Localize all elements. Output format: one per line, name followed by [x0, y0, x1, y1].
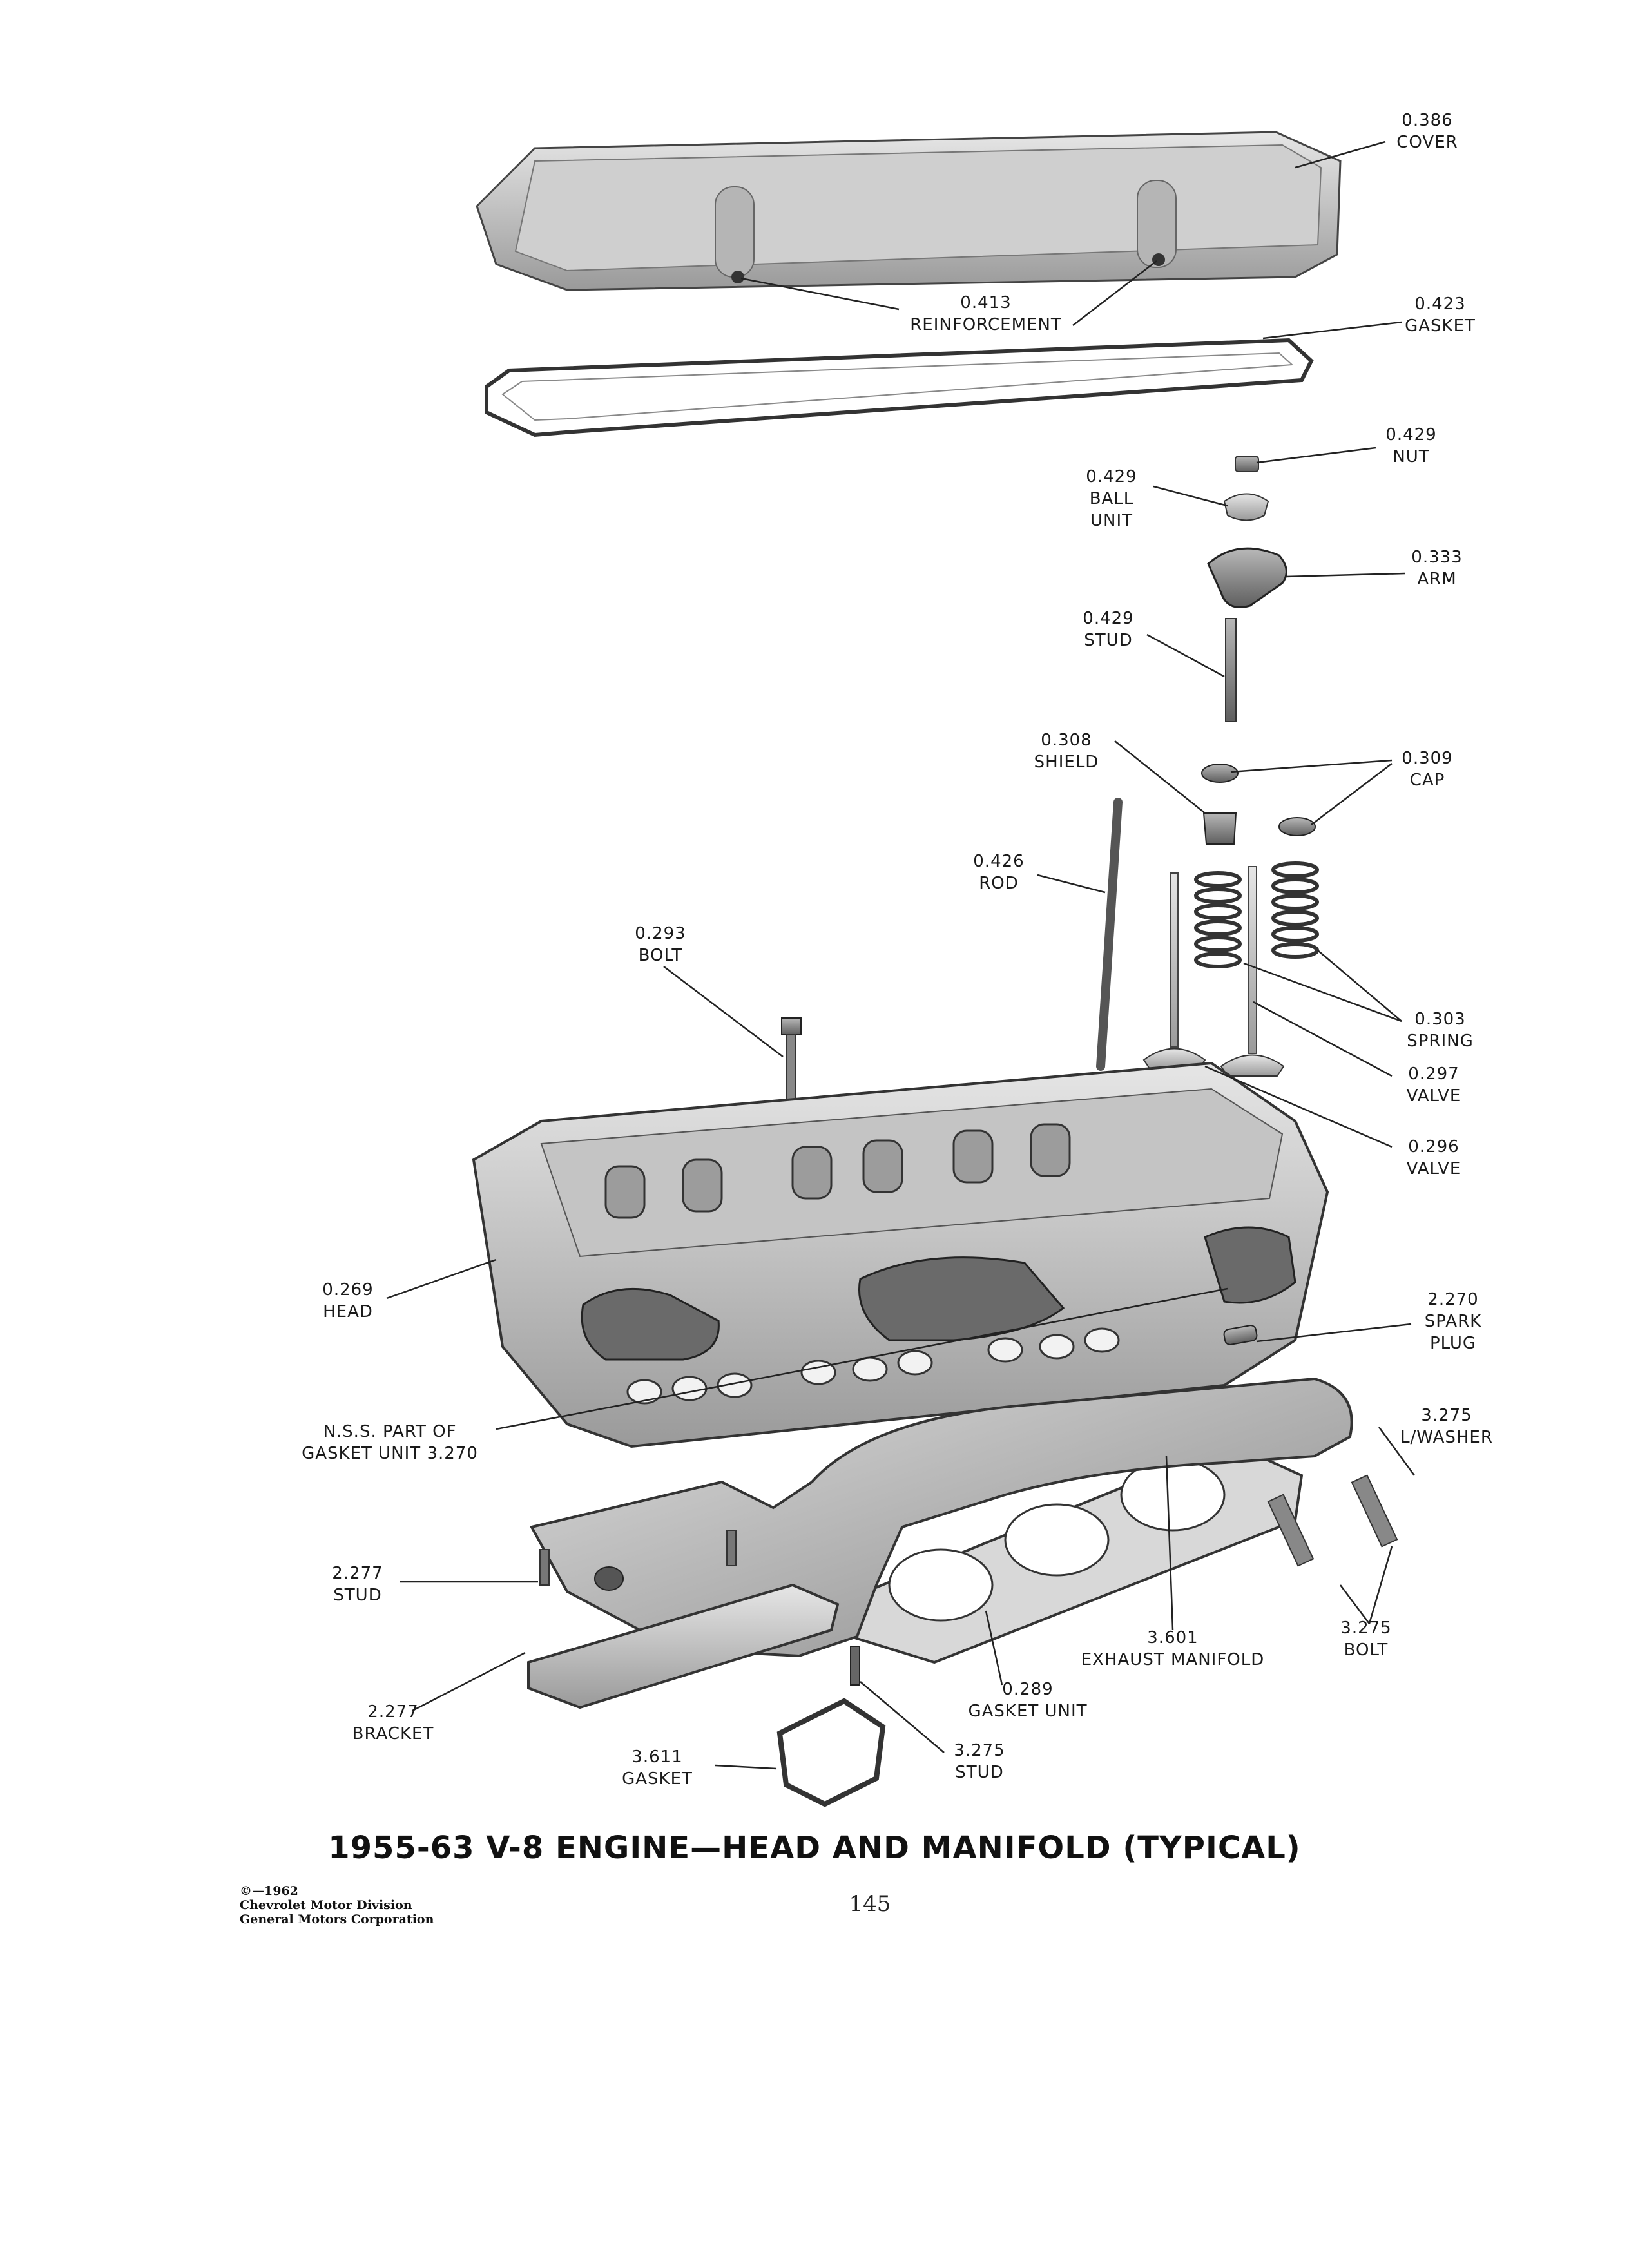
page-number: 145: [849, 1891, 891, 1917]
push-rod: [1096, 798, 1123, 1071]
label-bracket: 2.277 BRACKET: [352, 1702, 434, 1744]
flange-gasket: [776, 1698, 886, 1807]
head-bolt: [781, 1017, 802, 1106]
label-flange-stud: 3.275 STUD: [954, 1741, 1005, 1782]
label-exhaust-manifold: 3.601 EXHAUST MANIFOLD: [1081, 1628, 1265, 1669]
label-manifold-bolt: 3.275 BOLT: [1340, 1619, 1392, 1660]
label-head: 0.269 HEAD: [322, 1280, 374, 1321]
label-ball-unit: 0.429 BALL UNIT: [1086, 467, 1137, 530]
copyright-notice: ©—1962 Chevrolet Motor Division General …: [240, 1884, 434, 1927]
label-shield: 0.308 SHIELD: [1034, 731, 1099, 772]
label-rocker-stud: 0.429 STUD: [1083, 609, 1134, 650]
valve-train-parts: [1142, 764, 1319, 1077]
rocker-cover: [476, 131, 1342, 291]
label-head-bolt: 0.293 BOLT: [635, 924, 686, 965]
cover-gasket: [485, 338, 1314, 437]
label-spring: 0.303 SPRING: [1407, 1010, 1474, 1051]
label-cover-gasket: 0.423 GASKET: [1405, 294, 1476, 336]
cylinder-head: [472, 1061, 1329, 1448]
label-arm: 0.333 ARM: [1411, 548, 1463, 589]
label-spark-plug: 2.270 SPARK PLUG: [1424, 1290, 1482, 1353]
page-title: 1955-63 V-8 ENGINE—HEAD AND MANIFOLD (TY…: [328, 1830, 1301, 1866]
label-flange-gasket: 3.611 GASKET: [622, 1747, 693, 1789]
rocker-parts: [1207, 456, 1287, 722]
manifold-bolts: [1267, 1474, 1398, 1567]
label-valve-296: 0.296 VALVE: [1406, 1137, 1461, 1178]
label-nut: 0.429 NUT: [1385, 425, 1437, 466]
leader-lines: [386, 140, 1416, 1770]
label-valve-297: 0.297 VALVE: [1406, 1064, 1461, 1106]
label-head-gasket-unit: 0.289 GASKET UNIT: [968, 1680, 1088, 1721]
label-lock-washer: 3.275 L/WASHER: [1400, 1406, 1493, 1447]
label-nss-gasket-unit: N.S.S. PART OF GASKET UNIT 3.270: [302, 1422, 478, 1463]
label-manifold-stud: 2.277 STUD: [332, 1564, 383, 1605]
label-reinforcement: 0.413 REINFORCEMENT: [910, 293, 1062, 334]
label-cap: 0.309 CAP: [1402, 749, 1453, 790]
label-rod: 0.426 ROD: [973, 852, 1025, 893]
label-cover: 0.386 COVER: [1396, 111, 1458, 152]
exhaust-manifold: [527, 1377, 1353, 1709]
